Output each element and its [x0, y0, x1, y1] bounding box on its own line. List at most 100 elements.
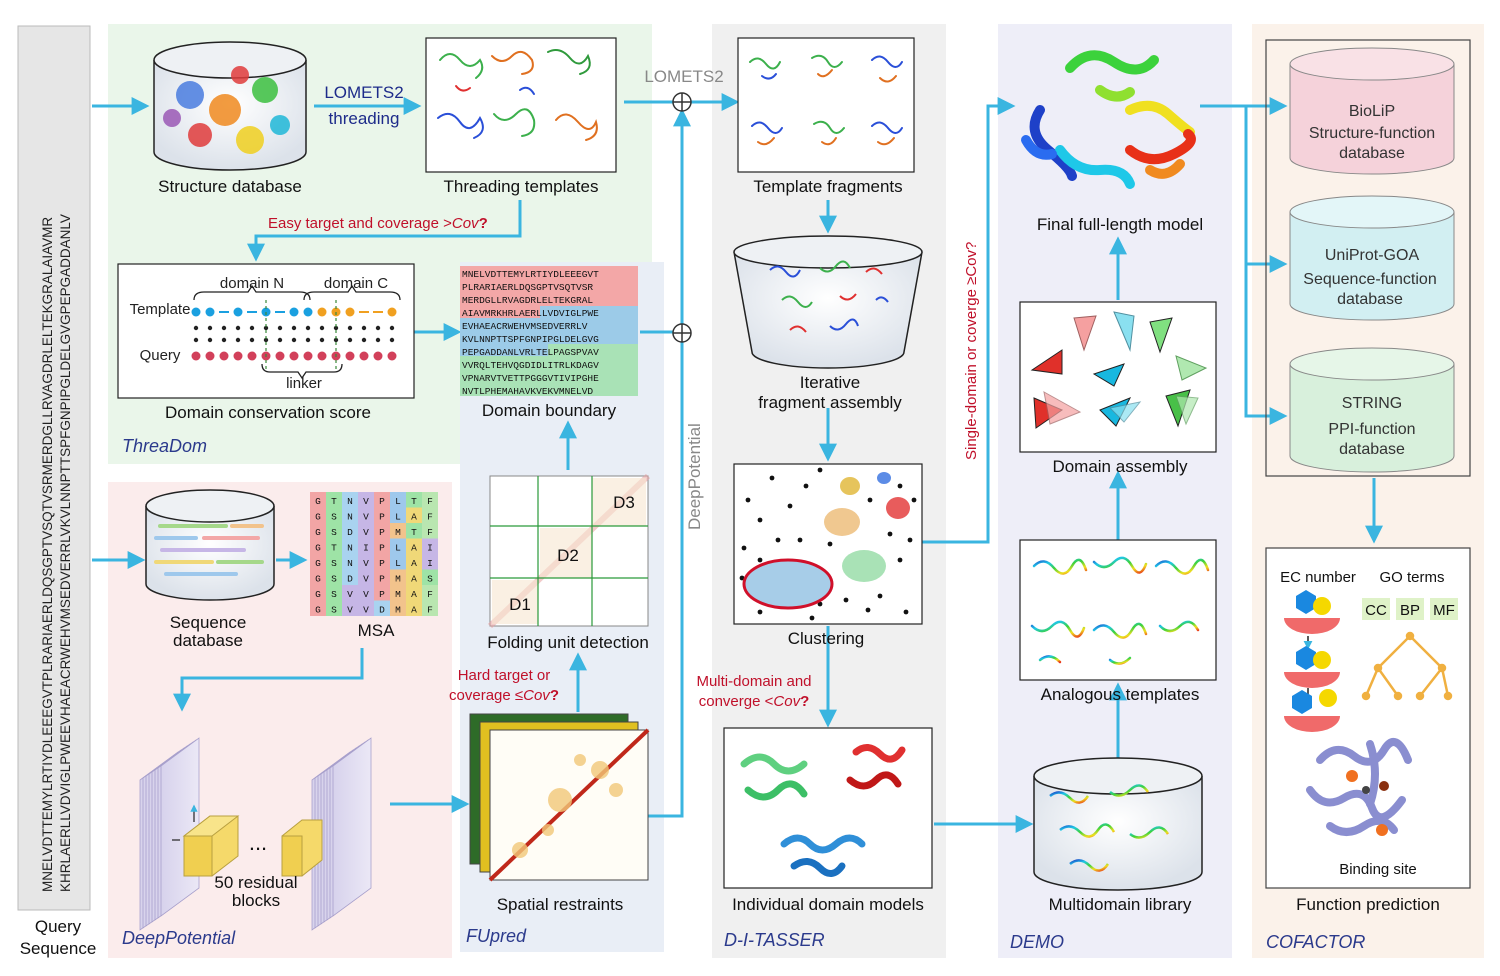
uniprot-name: UniProt-GOA — [1325, 247, 1420, 264]
msa-cell: T — [411, 527, 417, 538]
domain-conservation-box: Template Query domain N domain C linker — [117, 263, 415, 399]
clustering-label: Clustering — [788, 629, 865, 648]
hard-target-line2: coverage ≤Cov? — [449, 687, 559, 704]
msa-cell: G — [315, 496, 321, 507]
biolip-name: BioLiP — [1349, 103, 1395, 120]
domain-conservation-label: Domain conservation score — [165, 403, 371, 422]
multidomain-library-cylinder — [1033, 757, 1203, 891]
multidomain-library-label: Multidomain library — [1049, 895, 1192, 914]
msa-cell: M — [395, 589, 401, 600]
threading-templates-label: Threading templates — [444, 177, 599, 196]
query-seq-line1: MNELVDTTEMYLRTIYDLEEEGVTPLRARIAERLDQSGPT… — [40, 217, 55, 892]
string-desc: PPI-function — [1328, 421, 1415, 438]
iterative-label-2: fragment assembly — [758, 393, 902, 412]
hard-target-line1: Hard target or — [458, 667, 551, 684]
threadom-section-title: ThreaDom — [122, 436, 207, 456]
merge-node-top — [672, 92, 692, 112]
cofactor-section-title: COFACTOR — [1266, 932, 1365, 952]
string-db: database — [1339, 441, 1405, 458]
merge-node-middle — [672, 323, 692, 343]
sequence-database-label-1: Sequence — [170, 613, 247, 632]
boundary-seq-row: VPNARVTVETTPGGGVTIVIPGHE — [462, 373, 599, 384]
iterative-label-1: Iterative — [800, 373, 860, 392]
msa-cell: F — [427, 589, 433, 600]
msa-cell: G — [315, 605, 321, 616]
residual-blocks-ellipsis: ... — [249, 830, 267, 855]
fupred-section-title: FUpred — [466, 926, 527, 946]
msa-cell: V — [347, 605, 353, 616]
msa-cell: I — [363, 543, 369, 554]
fragment-assembly-bowl — [733, 235, 923, 369]
domain-boundary-block: MNELVDTTEMYLRTIYDLEEEGVTPLRARIAERLDQSGPT… — [460, 266, 638, 397]
biolip-db: database — [1339, 145, 1405, 162]
ditasser-section-title: D-I-TASSER — [724, 930, 825, 950]
linker-label: linker — [286, 375, 322, 392]
demo-section-title: DEMO — [1010, 932, 1064, 952]
msa-cell: N — [347, 496, 353, 507]
domain-assembly-label: Domain assembly — [1052, 457, 1188, 476]
msa-label: MSA — [358, 621, 396, 640]
msa-cell: S — [331, 605, 337, 616]
query-sequence-box: MNELVDTTEMYLRTIYDLEEEGVTPLRARIAERLDQSGPT… — [17, 25, 91, 911]
multi-domain-line1: Multi-domain and — [696, 673, 811, 690]
query-label-2: Sequence — [20, 939, 97, 958]
msa-cell: G — [315, 543, 321, 554]
query-label-1: Query — [35, 917, 82, 936]
domain-assembly-box — [1019, 301, 1217, 453]
spatial-restraints-maps — [469, 713, 650, 882]
residual-blocks-label-1: 50 residual — [214, 873, 297, 892]
d3-label: D3 — [613, 493, 635, 512]
msa-cell: V — [363, 527, 369, 538]
sequence-database-cylinder — [145, 489, 275, 601]
spatial-restraints-label: Spatial restraints — [497, 895, 624, 914]
msa-cell: I — [427, 543, 433, 554]
biolip-cylinder — [1289, 47, 1455, 175]
msa-cell: S — [427, 574, 433, 585]
msa-cell: P — [379, 512, 385, 523]
boundary-seq-row: KVLNNPTTSPFGNPIPGLDELGVG — [462, 334, 599, 345]
msa-cell: N — [347, 543, 353, 554]
msa-cell: P — [379, 574, 385, 585]
msa-cell: G — [315, 558, 321, 569]
go-mf-badge: MF — [1433, 602, 1455, 619]
analogous-templates-box — [1019, 539, 1217, 681]
analogous-templates-label: Analogous templates — [1041, 685, 1200, 704]
lomets2-join-label: LOMETS2 — [644, 67, 723, 86]
msa-cell: F — [427, 605, 433, 616]
binding-site-protein-icon — [1306, 738, 1412, 836]
ec-number-label: EC number — [1280, 569, 1356, 586]
go-terms-label: GO terms — [1379, 569, 1444, 586]
msa-cell: S — [331, 574, 337, 585]
msa-cell: V — [347, 589, 353, 600]
msa-cell: V — [363, 589, 369, 600]
msa-cell: P — [379, 527, 385, 538]
msa-cell: P — [379, 558, 385, 569]
msa-cell: L — [395, 543, 401, 554]
function-prediction-box: EC number GO terms CC BP MF — [1265, 547, 1471, 889]
msa-cell: G — [315, 589, 321, 600]
msa-cell: I — [427, 558, 433, 569]
multi-domain-line2: converge <Cov? — [699, 693, 810, 710]
msa-cell: D — [379, 605, 385, 616]
msa-cell: V — [363, 496, 369, 507]
msa-cell: G — [315, 512, 321, 523]
uniprot-cylinder — [1289, 195, 1455, 321]
boundary-seq-row: EVHAEACRWEHVMSEDVERRLV — [462, 321, 588, 332]
msa-cell: N — [347, 512, 353, 523]
boundary-seq-row: AIAVMRKHRLAERLLVDVIGLPWE — [462, 308, 599, 319]
msa-cell: T — [331, 543, 337, 554]
biolip-desc: Structure-function — [1309, 125, 1435, 142]
msa-cell: F — [427, 512, 433, 523]
structure-database-label: Structure database — [158, 177, 302, 196]
msa-cell: A — [411, 512, 417, 523]
boundary-seq-row: MNELVDTTEMYLRTIYDLEEEGVT — [462, 269, 599, 280]
go-bp-badge: BP — [1400, 602, 1420, 619]
folding-unit-label: Folding unit detection — [487, 633, 649, 652]
template-fragments-label: Template fragments — [753, 177, 902, 196]
boundary-seq-row: MERDGLLRVAGDRLELTEKGRAL — [462, 295, 593, 306]
go-cc-badge: CC — [1365, 602, 1387, 619]
msa-cell: D — [347, 574, 353, 585]
individual-domain-models-box — [723, 727, 933, 889]
msa-cell: V — [363, 512, 369, 523]
